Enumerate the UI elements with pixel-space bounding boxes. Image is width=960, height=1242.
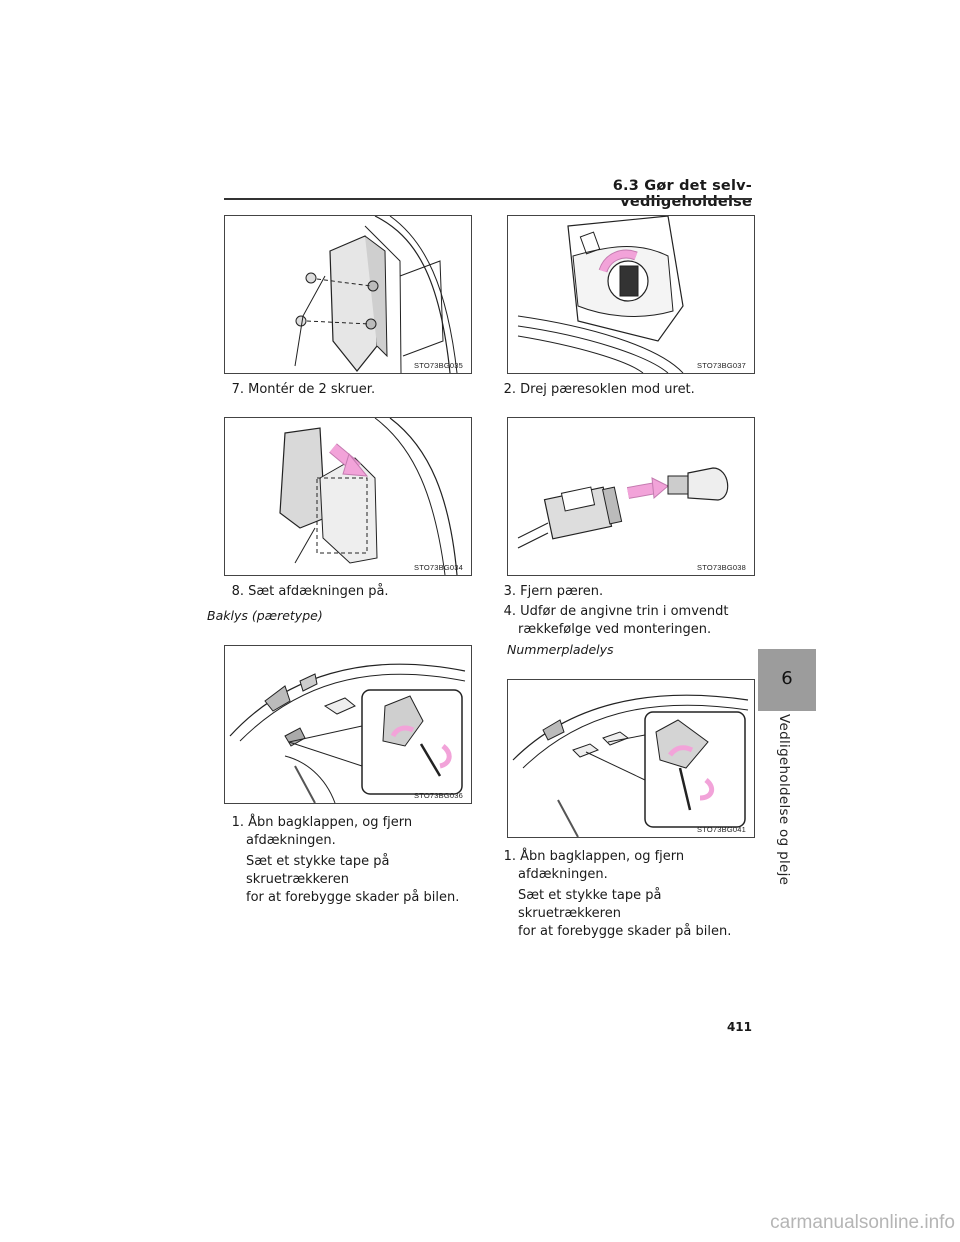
page-number: 411 (726, 1020, 752, 1034)
figure-attach-cover: STO73BG034 (224, 417, 472, 576)
step-1-left: 1. Åbn bagklappen, og fjern afdækningen.… (231, 815, 460, 905)
illustration-bulb (517, 467, 729, 549)
watermark: carmanualsonline.info (770, 1212, 955, 1233)
chapter-title: Vedligeholdelse og pleje (776, 714, 792, 886)
illustration-license-plate (512, 694, 749, 837)
step-3: 3. Fjern pæren. (503, 584, 604, 599)
step-4: 4. Udfør de angivne trin i omvendt række… (503, 604, 729, 637)
figure-code: STO73BG034 (414, 563, 463, 572)
figure-remove-bulb: STO73BG038 (507, 417, 755, 576)
step-8: 8. Sæt afdækningen på. (231, 584, 389, 599)
chapter-number: 6 (781, 668, 793, 689)
figure-code: STO73BG037 (697, 361, 746, 370)
figure-install-screws: STO73BG035 (224, 215, 472, 374)
screw-icon (305, 272, 317, 284)
figure-code: STO73BG035 (414, 361, 463, 370)
arrow-icon (390, 725, 415, 738)
chapter-tab (758, 649, 816, 711)
figure-code: STO73BG041 (697, 825, 746, 834)
figure-code: STO73BG038 (697, 563, 746, 572)
screw-icon (295, 315, 307, 327)
arrow-icon (668, 745, 694, 757)
arrow-icon (627, 483, 657, 498)
figure-code: STO73BG036 (414, 791, 463, 800)
illustration-cover (279, 418, 458, 575)
step-1-right: 1. Åbn bagklappen, og fjern afdækningen.… (503, 849, 732, 939)
step-2: 2. Drej pæresoklen mod uret. (503, 382, 695, 397)
illustration-socket (517, 216, 684, 373)
step-7: 7. Montér de 2 skruer. (231, 382, 376, 397)
figure-turn-socket: STO73BG037 (507, 215, 755, 374)
section-title-license-plate-light: Nummerpladelys (507, 642, 614, 657)
screwdriver-icon (419, 743, 442, 777)
illustration-screws (294, 216, 458, 373)
figure-license-plate-cover: STO73BG041 (507, 679, 755, 838)
arrow-icon (599, 250, 638, 273)
figure-open-tailgate: STO73BG036 (224, 645, 472, 804)
header-rule (224, 198, 752, 200)
screwdriver-icon (678, 767, 692, 811)
section-title-reversing-light: Baklys (pæretype) (207, 608, 323, 623)
illustration-tailgate (229, 663, 466, 803)
section-header: 6.3 Gør det selv-vedligeholdelse (612, 178, 752, 210)
